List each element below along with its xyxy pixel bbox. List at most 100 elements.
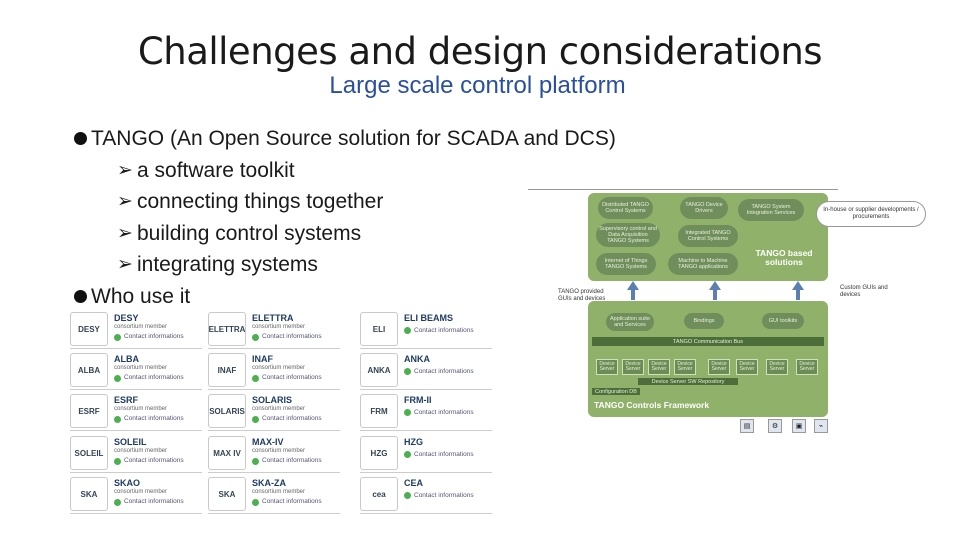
arrow-icon: ➢ [117, 222, 133, 244]
divider [528, 189, 838, 190]
member-name: SOLARIS [252, 395, 293, 405]
contact-link[interactable]: Contact informations [114, 457, 184, 465]
member-role: consortium member [114, 488, 168, 495]
check-icon [252, 498, 259, 506]
contact-link[interactable]: Contact informations [252, 333, 322, 341]
contact-link[interactable]: Contact informations [404, 368, 474, 375]
check-icon [404, 326, 411, 334]
contact-link[interactable]: Contact informations [114, 374, 184, 382]
contact-link[interactable]: Contact informations [404, 327, 474, 334]
communication-bus: TANGO Communication Bus [592, 337, 824, 346]
bullet-list: TANGO (An Open Source solution for SCADA… [72, 123, 632, 312]
arrow-icon: ➢ [117, 254, 133, 275]
device-server: Device Server [674, 359, 696, 375]
sub-bullet: ➢connecting things together [72, 186, 632, 218]
member-name: ANKA [404, 354, 430, 364]
contact-link[interactable]: Contact informations [404, 492, 474, 499]
member-role: consortium member [114, 323, 168, 330]
device-server: Device Server [708, 359, 730, 375]
contact-link[interactable]: Contact informations [114, 415, 184, 423]
contact-link[interactable]: Contact informations [252, 415, 322, 423]
check-icon [252, 333, 259, 341]
diagram-cloud: GUI toolkits [762, 313, 804, 329]
up-arrow-icon [627, 281, 639, 290]
framework-label: TANGO Controls Framework [594, 400, 710, 410]
slide-title: Challenges and design considerations [137, 30, 823, 73]
member-role: consortium member [252, 405, 306, 412]
member-logo: cea [360, 477, 398, 511]
custom-label: Custom GUIs and devices [840, 285, 888, 298]
hardware-icon: ▣ [792, 419, 806, 433]
member-logo: HZG [360, 436, 398, 470]
contact-link[interactable]: Contact informations [114, 333, 184, 341]
check-icon [114, 374, 121, 382]
check-icon [252, 415, 259, 423]
diagram-cloud: Application suite and Services [606, 313, 654, 331]
hardware-icon: ⚙ [768, 419, 782, 433]
check-icon [252, 374, 259, 382]
member-name: HZG [404, 437, 423, 447]
check-icon [404, 491, 411, 499]
contact-link[interactable]: Contact informations [252, 374, 322, 382]
up-arrow-icon [792, 281, 804, 290]
device-server: Device Server [766, 359, 788, 375]
contact-link[interactable]: Contact informations [404, 451, 474, 458]
contact-link[interactable]: Contact informations [114, 498, 184, 506]
member-card: cea CEA Contact informations [360, 477, 492, 514]
device-server: Device Server [622, 359, 644, 375]
member-role: consortium member [114, 405, 168, 412]
member-logo: SOLARIS [208, 394, 246, 428]
solutions-label: TANGO based solutions [755, 248, 813, 268]
check-icon [404, 408, 411, 416]
member-logo: MAX IV [208, 436, 246, 470]
contact-link[interactable]: Contact informations [252, 457, 322, 465]
hardware-icon: ▤ [740, 419, 754, 433]
member-logo: ESRF [70, 394, 108, 428]
member-name: CEA [404, 478, 424, 488]
device-server: Device Server [648, 359, 670, 375]
member-name: INAF [252, 354, 273, 364]
member-name: ALBA [114, 354, 139, 364]
member-name: SOLEIL [114, 437, 147, 447]
member-logo: DESY [70, 312, 108, 346]
contact-link[interactable]: Contact informations [404, 409, 474, 416]
check-icon [404, 450, 411, 458]
member-logo: ELETTRA [208, 312, 246, 346]
up-arrow-icon [709, 281, 721, 290]
up-arrow-stem [713, 290, 717, 300]
bullet-dot-icon [74, 289, 87, 303]
bullet-tango: TANGO (An Open Source solution for SCADA… [72, 123, 632, 155]
diagram-cloud: Supervisory control and Data Acquisition… [596, 223, 660, 247]
member-name: DESY [114, 313, 139, 323]
member-name: FRM-II [404, 395, 432, 405]
diagram-cloud: TANGO Device Drivers [680, 197, 728, 219]
member-logo: SKA [70, 477, 108, 511]
member-name: ELETTRA [252, 313, 294, 323]
member-role: consortium member [252, 488, 306, 495]
check-icon [252, 457, 259, 465]
sw-repository: Device Server SW Repository [638, 378, 738, 385]
tango-architecture-diagram: Distributed TANGO Control Systems TANGO … [510, 183, 950, 443]
check-icon [404, 367, 411, 375]
contact-link[interactable]: Contact informations [252, 498, 322, 506]
member-logo: INAF [208, 353, 246, 387]
check-icon [114, 415, 121, 423]
member-logo: ANKA [360, 353, 398, 387]
sub-bullet: ➢building control systems [72, 218, 632, 250]
member-role: consortium member [252, 364, 306, 371]
device-server: Device Server [736, 359, 758, 375]
configuration-db: Configuration DB [592, 388, 640, 395]
arrow-icon: ➢ [117, 191, 133, 212]
bullet-who: Who use it [72, 281, 632, 313]
member-name: ESRF [114, 395, 139, 405]
member-card: HZG HZG Contact informations [360, 436, 492, 473]
